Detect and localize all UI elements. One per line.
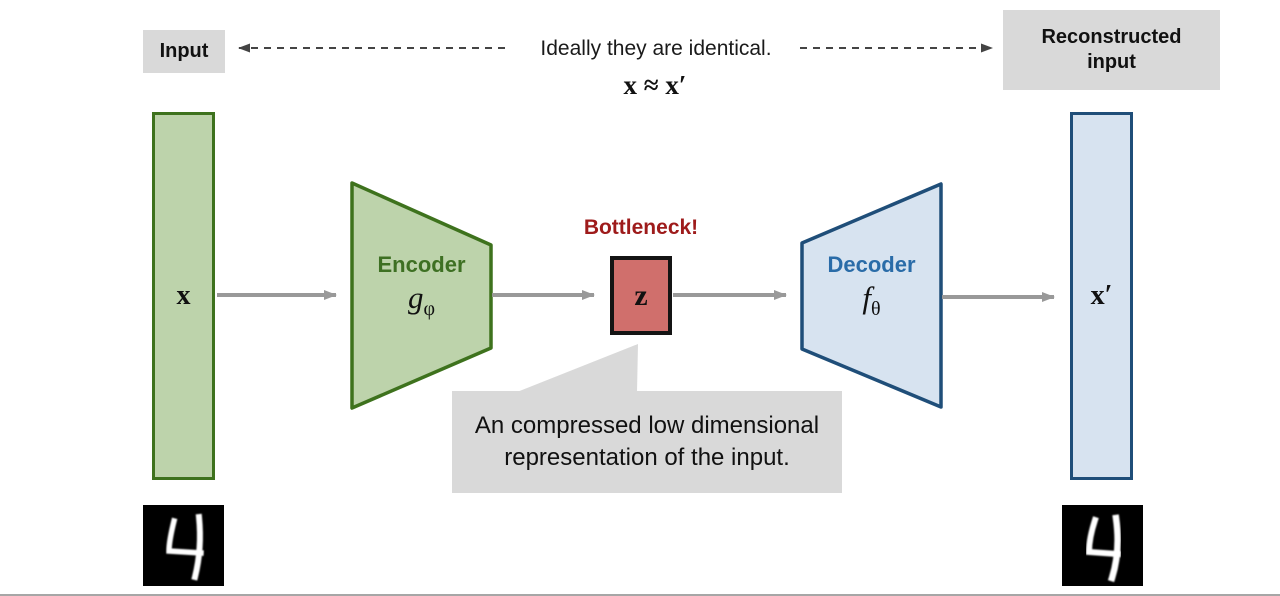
reconstructed-input-label: Reconstructed input: [1003, 10, 1220, 90]
decoder-function-symbol: fθ: [862, 280, 881, 321]
input-label: Input: [143, 30, 225, 73]
latent-callout: An compressed low dimensional representa…: [452, 391, 842, 493]
callout-tail: [517, 344, 638, 392]
input-label-text: Input: [159, 40, 209, 62]
input-vector-symbol: x: [176, 280, 191, 311]
decoder-title: Decoder: [827, 252, 916, 277]
encoder-title: Encoder: [377, 252, 466, 277]
reconstructed-vector-rect: x′: [1070, 112, 1133, 480]
reconstructed-vector-symbol: x′: [1090, 280, 1113, 311]
bottom-divider: [0, 594, 1280, 596]
identical-caption: Ideally they are identical.: [540, 37, 772, 60]
callout-line1: An compressed low dimensional: [474, 411, 820, 439]
input-vector-rect: x: [152, 112, 215, 480]
mnist-input-image: [143, 505, 224, 586]
latent-code-box: z: [610, 256, 672, 335]
approx-equation: x ≈ x′: [623, 70, 687, 100]
encoder-function-symbol: gφ: [407, 280, 436, 321]
callout-line2: representation of the input.: [504, 444, 790, 471]
mnist-digit-4-reconstructed: [1085, 514, 1122, 583]
latent-symbol: z: [634, 278, 648, 312]
reconstructed-label-text: Reconstructed input: [1041, 26, 1182, 73]
mnist-digit-4-input: [166, 513, 204, 581]
encoder-label: Encoder gφ: [352, 252, 491, 321]
mnist-reconstructed-image: [1062, 505, 1143, 586]
decoder-label: Decoder fθ: [802, 252, 941, 321]
bottleneck-warning: Bottleneck!: [583, 216, 699, 239]
